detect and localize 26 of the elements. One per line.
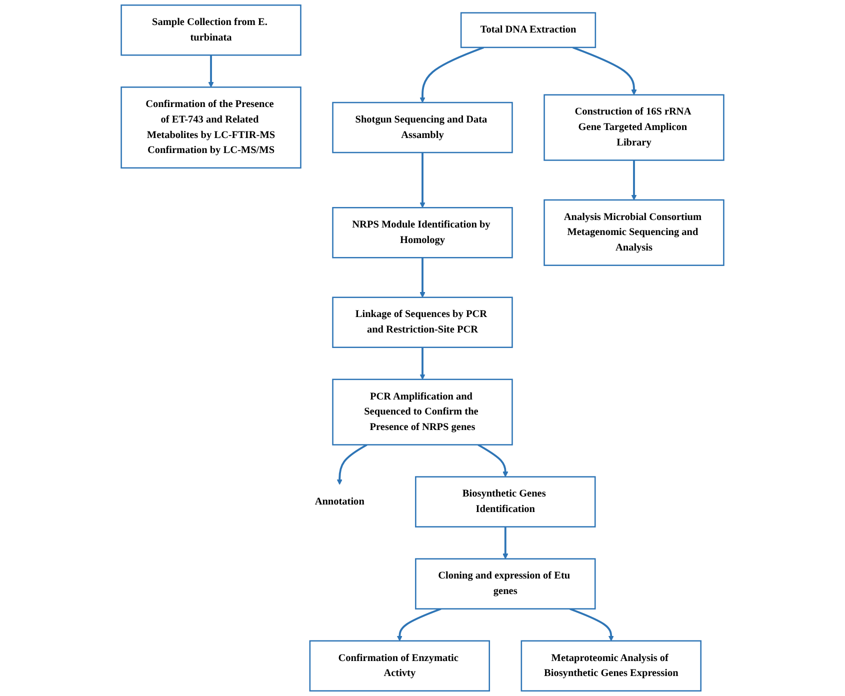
arrow [396,608,442,642]
arrow [420,347,426,380]
arrow [208,55,214,88]
arrow [631,160,637,200]
node-box: Shotgun Sequencing and Data Assambly [332,102,513,154]
node-box: Biosynthetic Genes Identification [415,476,596,528]
node-box: Total DNA Extraction [460,12,596,48]
arrow [502,526,508,560]
arrow [569,608,614,642]
arrow [420,46,484,103]
arrow [572,46,637,96]
node-box: Construction of 16S rRNA Gene Targeted Amplicon Library [544,94,724,161]
node-box: PCR Amplification and Sequenced to Confirm the Presence of NRPS genes [332,378,513,446]
node-box: Sample Collection from E. turbinata [120,4,302,56]
node-text: Annotation [314,496,364,507]
arrow [420,258,426,298]
node-box: Cloning and expression of Etu genes [415,558,596,610]
node-box: Linkage of Sequences by PCR and Restriction-Site PCR [332,296,513,348]
node-box: Confirmation of the Presence of ET-743 and Related Metabolites by LC-FTIR-MS Confirmation by LC-MS/MS [120,86,302,169]
arrow [420,152,426,208]
node-box: NRPS Module Identification by Homology [332,207,513,258]
arrow [478,444,508,478]
node-box: Metaproteomic Analysis of Biosynthetic Genes Expression [520,640,702,692]
node-box: Confirmation of Enzymatic Activty [309,640,490,692]
arrow [336,444,368,485]
node-box: Analysis Microbial Consortium Metagenomic Sequencing and Analysis [544,199,724,266]
